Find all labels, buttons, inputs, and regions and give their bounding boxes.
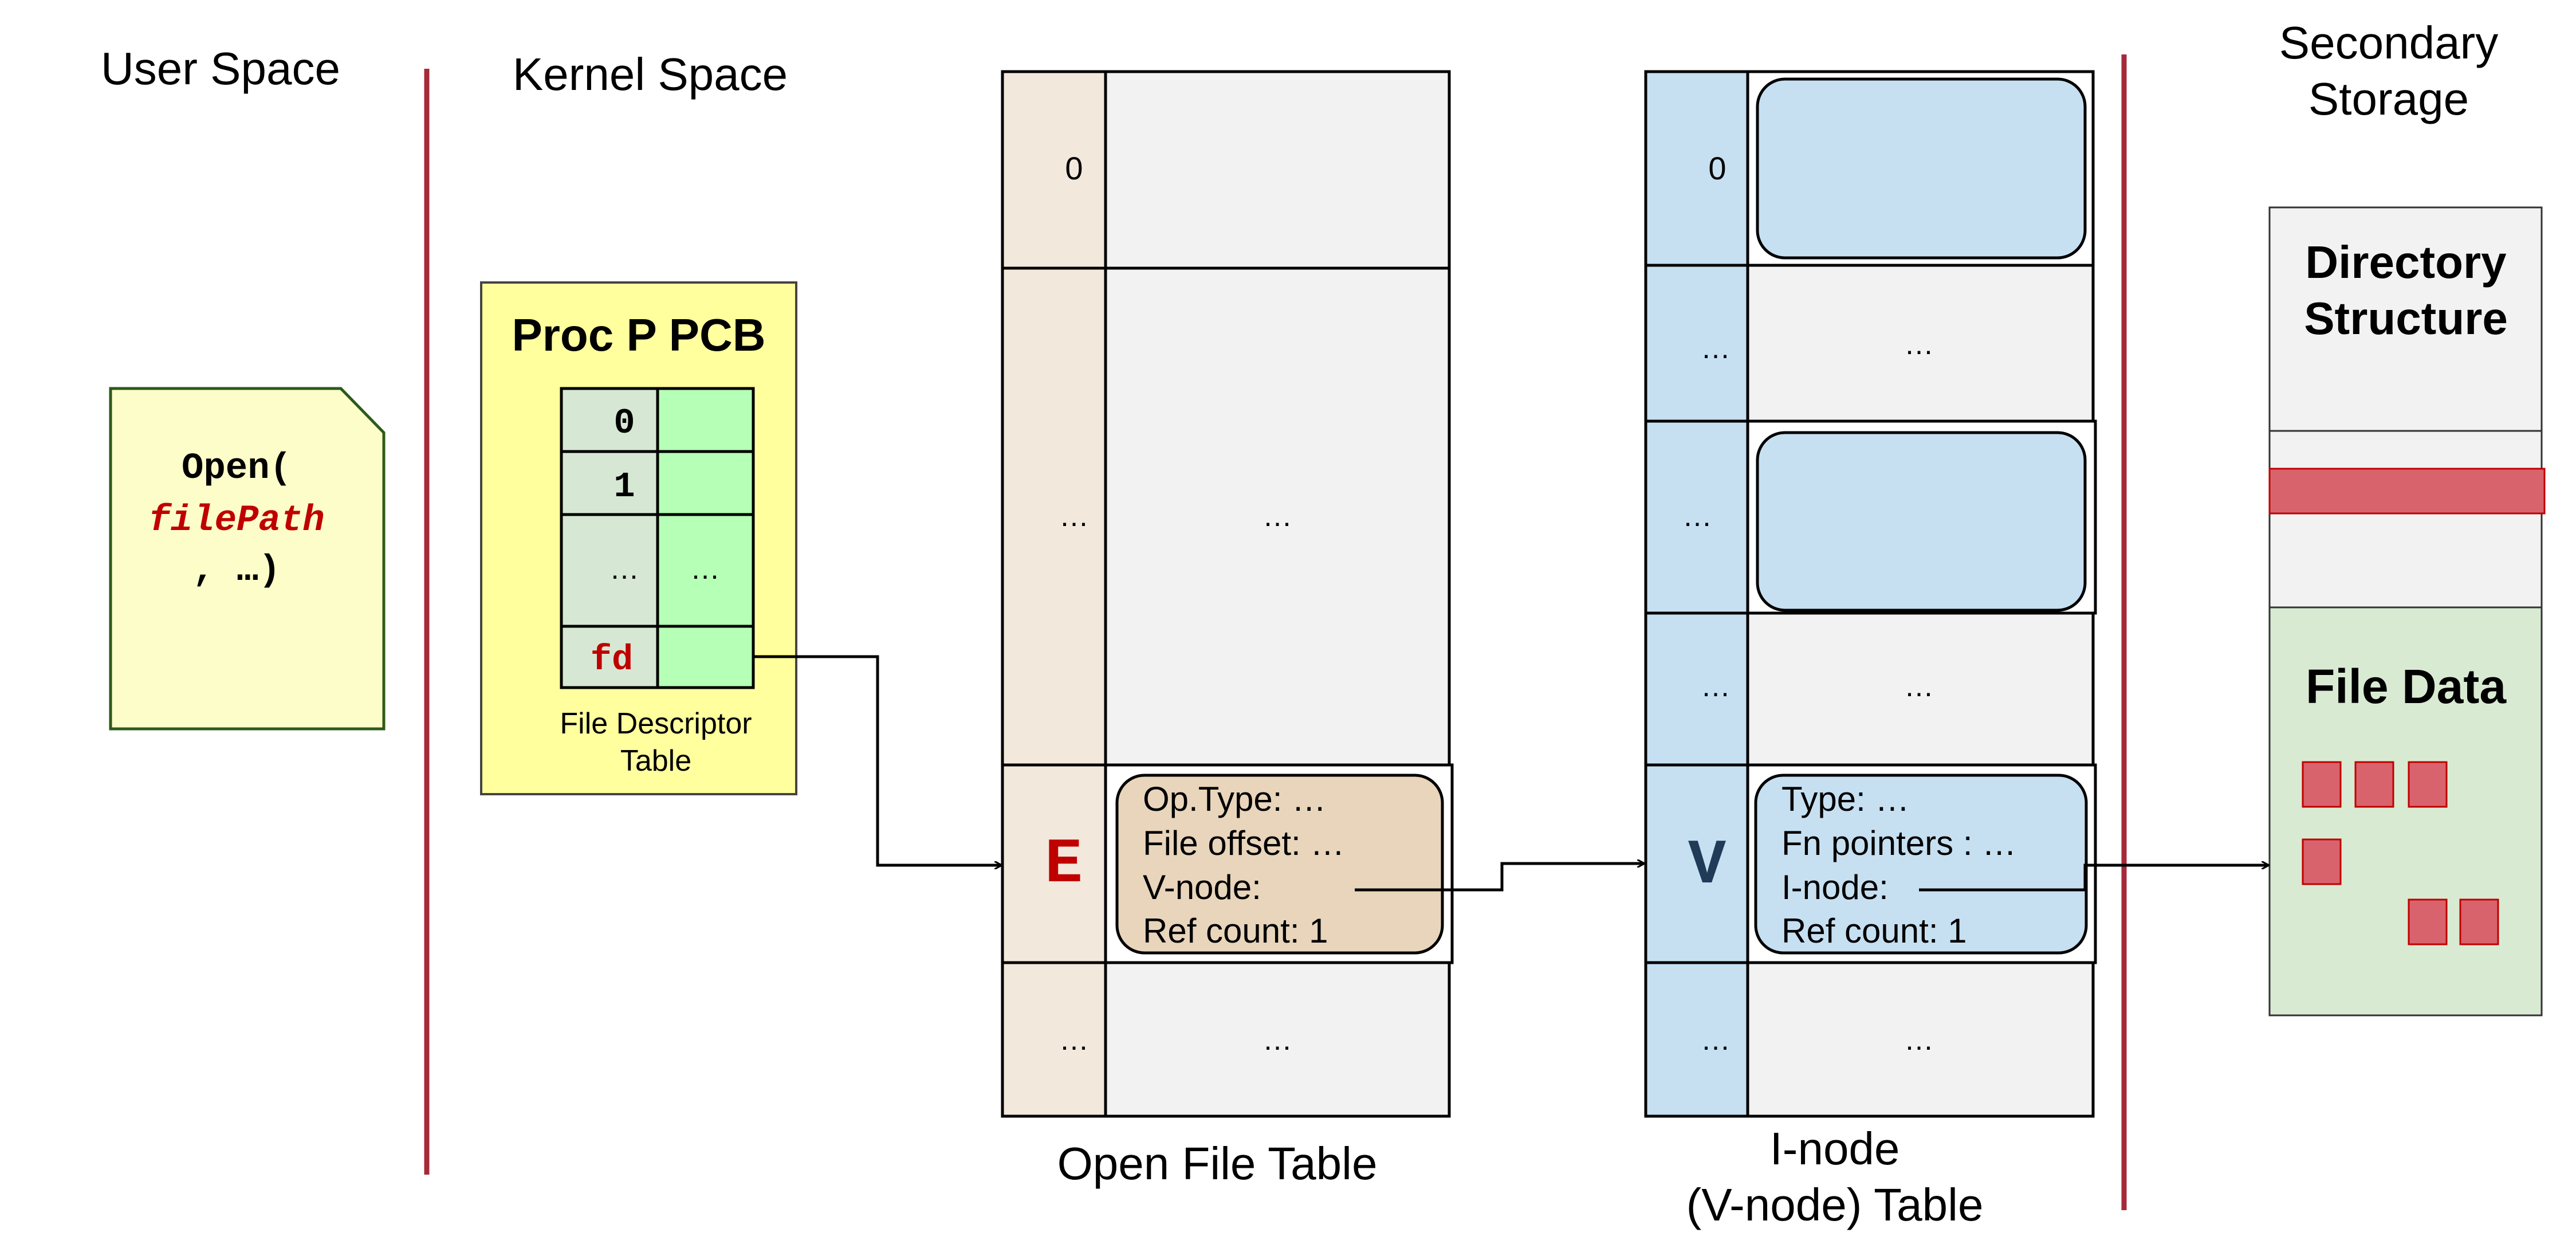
open-file-entry-box <box>1115 774 1444 955</box>
kernel-space-label: Kernel Space <box>513 49 788 100</box>
storage-directory-section <box>2268 206 2543 432</box>
user-space-label: User Space <box>101 43 340 94</box>
fd-index-fd-label: fd <box>591 639 633 680</box>
oft-row-1-content: … <box>1263 500 1292 533</box>
oft-row-0-index: 0 <box>1065 150 1083 186</box>
inode-index-column <box>1644 70 1749 1118</box>
oft-index-column <box>1001 70 1107 1118</box>
file-data-block <box>2302 838 2342 885</box>
inode-slot-0 <box>1756 77 2087 260</box>
secondary-storage-label-line2: Storage <box>2308 73 2469 124</box>
oft-entry-vnode: V-node: <box>1143 868 1261 906</box>
inode-row-2-index: … <box>1682 500 1712 533</box>
oft-caption: Open File Table <box>1057 1138 1378 1189</box>
fd-index-ellipsis-label: … <box>609 552 639 586</box>
file-data-block <box>2408 898 2448 945</box>
secondary-storage: Directory Structure File Data <box>2268 206 2546 1016</box>
vnode-entry-type: Type: … <box>1781 780 1909 818</box>
oft-entry-index-e: E <box>1045 829 1083 901</box>
storage-file-data-section <box>2268 606 2543 1016</box>
fd-value-ellipsis-label: … <box>690 552 720 586</box>
inode-row-5-content: … <box>1904 1023 1934 1057</box>
directory-structure-label-line2: Structure <box>2304 293 2508 344</box>
vnode-entry-fn-pointers: Fn pointers : … <box>1781 824 2016 862</box>
fd-index-1-label: 1 <box>613 466 635 507</box>
oft-row-3-content: … <box>1263 1023 1292 1057</box>
inode-row-1-index: … <box>1701 332 1731 365</box>
inode-row-5-index: … <box>1701 1023 1731 1057</box>
process-pcb: Proc P PCB 0 1 … … fd File Descriptor Ta… <box>480 281 797 795</box>
fd-index-0-label: 0 <box>613 403 635 444</box>
file-data-block <box>2408 761 2448 808</box>
fd-index-0 <box>560 387 659 453</box>
inode-row-3-content: … <box>1904 670 1934 703</box>
fd-to-open-file-entry-arrow <box>753 655 1001 865</box>
file-data-block <box>2302 761 2342 808</box>
file-descriptor-table: 0 1 … … fd <box>560 387 755 689</box>
inode-caption-line1: I-node <box>1770 1123 1900 1174</box>
vnode-entry-inode: I-node: <box>1781 868 1889 906</box>
inode-row-3-index: … <box>1701 670 1731 703</box>
note-shape <box>109 387 386 731</box>
open-file-table: 0 … … E … … Op.Type: … File offset: … V-… <box>1001 70 1454 1189</box>
note-open-call: Open( <box>182 448 292 489</box>
inode-row-0-index: 0 <box>1708 150 1726 186</box>
open-file-entry: Op.Type: … File offset: … V-node: Ref co… <box>1115 774 1444 955</box>
fd-table-caption-line2: Table <box>620 744 691 778</box>
secondary-storage-label-line1: Secondary <box>2279 17 2498 68</box>
fd-index-fd <box>560 625 659 689</box>
vnode-to-file-data-arrow <box>1919 865 2268 892</box>
oft-row-1-index: … <box>1059 500 1089 533</box>
file-data-label: File Data <box>2306 660 2507 713</box>
inode-slot-2 <box>1756 431 2087 612</box>
inode-table: 0 … … … … … V … … Type: … Fn pointers : … <box>1644 70 2097 1230</box>
fd-index-1 <box>560 450 659 516</box>
fd-value-0 <box>656 387 755 453</box>
oft-entry-op-type: Op.Type: … <box>1143 780 1326 818</box>
fd-value-fd <box>656 625 755 689</box>
fd-value-1 <box>656 450 755 516</box>
file-data-block <box>2459 898 2499 945</box>
oft-entry-ref-count: Ref count: 1 <box>1143 912 1328 950</box>
vnode-entry-ref-count: Ref count: 1 <box>1781 912 1967 950</box>
inode-caption-line2: (V-node) Table <box>1686 1179 1984 1230</box>
inode-entry-index-v: V <box>1688 830 1726 902</box>
open-syscall-note: Open( filePath , …) <box>109 387 386 731</box>
storage-directory-block <box>2268 468 2546 515</box>
storage-middle-section <box>2268 430 2543 609</box>
directory-structure-label-line1: Directory <box>2305 237 2507 288</box>
vnode-entry: Type: … Fn pointers : … I-node: Ref coun… <box>1754 774 2088 955</box>
open-file-entry-to-vnode-arrow <box>1355 864 1644 892</box>
note-rest-args: , …) <box>192 550 281 591</box>
oft-row-3-index: … <box>1059 1023 1089 1057</box>
fd-table-caption-line1: File Descriptor <box>560 707 752 740</box>
note-filepath-arg: filePath <box>148 500 324 541</box>
pcb-title: Proc P PCB <box>512 309 765 360</box>
file-data-block <box>2354 761 2394 808</box>
oft-entry-file-offset: File offset: … <box>1143 824 1344 862</box>
inode-row-1-content: … <box>1904 328 1934 361</box>
